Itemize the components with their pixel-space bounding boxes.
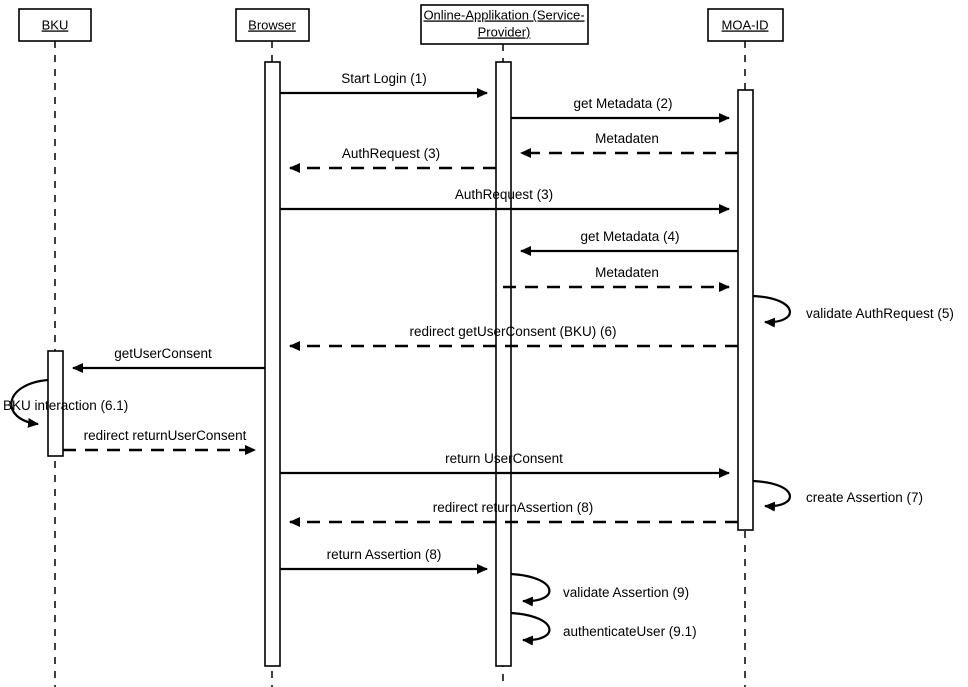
message-label-return-userconsent: return UserConsent [445, 451, 563, 466]
message-label-authenticate-user: authenticateUser (9.1) [563, 624, 697, 639]
message-bku-interaction: BKU interaction (6.1) [3, 378, 128, 428]
message-return-userconsent: return UserConsent [280, 451, 730, 478]
lifeline-head-bku: BKU [18, 8, 92, 42]
message-redirect-getuserconsent: redirect getUserConsent (BKU) (6) [289, 324, 738, 351]
message-authrequest-3-to-moaid: AuthRequest (3) [280, 187, 730, 214]
message-validate-authrequest: validate AuthRequest (5) [752, 294, 954, 328]
message-redirect-returnuserconsent: redirect returnUserConsent [63, 428, 256, 455]
message-authrequest-3-to-browser: AuthRequest (3) [289, 146, 496, 173]
message-label-get-metadata-4: get Metadata (4) [580, 229, 679, 244]
activation-bar-bku [47, 350, 64, 457]
message-get-metadata-2: get Metadata (2) [511, 96, 730, 123]
message-label-get-metadata-2: get Metadata (2) [573, 96, 672, 111]
message-label-redirect-getuserconsent: redirect getUserConsent (BKU) (6) [409, 324, 616, 339]
message-label-create-assertion: create Assertion (7) [806, 490, 923, 505]
lifeline-label-bku: BKU [42, 17, 69, 32]
activation-bar-moa-id [737, 89, 754, 531]
message-label-redirect-returnuserconsent: redirect returnUserConsent [84, 428, 247, 443]
message-label-validate-assertion: validate Assertion (9) [563, 585, 689, 600]
message-get-metadata-4: get Metadata (4) [520, 229, 738, 256]
lifeline-label-online-applikation-line1: Online-Applikation (Service- [423, 7, 584, 22]
message-metadaten-1: Metadaten [520, 131, 738, 158]
message-label-redirect-returnassertion: redirect returnAssertion (8) [433, 500, 594, 515]
lifeline-head-moa-id: MOA-ID [707, 8, 784, 42]
message-getuserconsent: getUserConsent [72, 346, 265, 373]
message-validate-assertion: validate Assertion (9) [510, 572, 689, 607]
message-return-assertion: return Assertion (8) [280, 547, 488, 574]
message-label-authrequest-3-to-moaid: AuthRequest (3) [455, 187, 553, 202]
message-label-getuserconsent: getUserConsent [114, 346, 212, 361]
lifeline-head-browser: Browser [235, 8, 310, 42]
message-label-metadaten-1: Metadaten [595, 131, 659, 146]
lifeline-label-online-applikation-line2: Provider) [478, 24, 531, 39]
message-label-metadaten-2: Metadaten [595, 265, 659, 280]
message-label-validate-authrequest: validate AuthRequest (5) [806, 306, 954, 321]
message-authenticate-user: authenticateUser (9.1) [510, 611, 697, 646]
lifeline-head-online-applikation: Online-Applikation (Service- Provider) [420, 4, 589, 45]
message-label-start-login: Start Login (1) [341, 71, 427, 86]
activation-bar-sp [495, 61, 512, 667]
message-start-login: Start Login (1) [280, 71, 488, 98]
lifeline-label-browser: Browser [248, 17, 296, 32]
message-create-assertion: create Assertion (7) [752, 479, 923, 512]
message-label-authrequest-3-to-browser: AuthRequest (3) [342, 146, 440, 161]
message-metadaten-2: Metadaten [503, 265, 730, 292]
activation-bar-browser [264, 61, 281, 667]
lifeline-label-moa-id: MOA-ID [722, 17, 769, 32]
message-label-return-assertion: return Assertion (8) [327, 547, 442, 562]
message-redirect-returnassertion: redirect returnAssertion (8) [289, 500, 738, 527]
message-label-bku-interaction: BKU interaction (6.1) [3, 398, 128, 413]
